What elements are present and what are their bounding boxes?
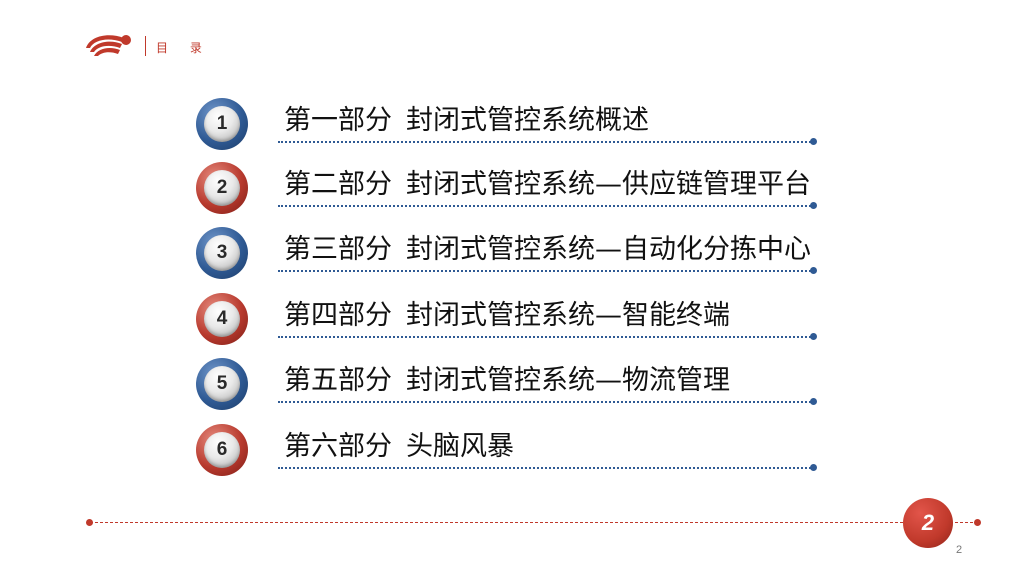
toc-item[interactable]: 1 第一部分封闭式管控系统概述 [0, 98, 1024, 164]
toc-item-dotted-line [278, 205, 814, 207]
toc-item-end-dot [810, 202, 817, 209]
page-badge: 2 [903, 498, 953, 548]
toc-item[interactable]: 2 第二部分封闭式管控系统—供应链管理平台 [0, 162, 1024, 228]
company-logo-icon [86, 35, 131, 56]
number-badge-label: 6 [204, 432, 240, 468]
toc-item-part: 第一部分 [284, 105, 392, 136]
footer-dot-right [974, 519, 981, 526]
toc-item-dotted-line [278, 336, 814, 338]
number-badge-label: 4 [204, 301, 240, 337]
toc-item-text: 封闭式管控系统—智能终端 [406, 300, 730, 331]
toc-item-dotted-line [278, 270, 814, 272]
toc-item-text: 封闭式管控系统—物流管理 [406, 365, 730, 396]
number-badge: 2 [196, 162, 248, 214]
toc-item-dotted-line [278, 141, 814, 143]
toc-item-end-dot [810, 464, 817, 471]
number-badge: 5 [196, 358, 248, 410]
number-badge-label: 1 [204, 106, 240, 142]
toc-item-end-dot [810, 398, 817, 405]
toc-item[interactable]: 4 第四部分封闭式管控系统—智能终端 [0, 293, 1024, 359]
toc-item-title: 第四部分封闭式管控系统—智能终端 [284, 293, 730, 332]
toc-item-text: 封闭式管控系统—自动化分拣中心 [406, 234, 811, 265]
toc-item[interactable]: 6 第六部分头脑风暴 [0, 424, 1024, 490]
toc-item-end-dot [810, 267, 817, 274]
toc-item-text: 封闭式管控系统概述 [406, 105, 649, 136]
toc-item-title: 第六部分头脑风暴 [284, 424, 514, 463]
toc-item-title: 第三部分封闭式管控系统—自动化分拣中心 [284, 227, 811, 266]
toc-item-dotted-line [278, 467, 814, 469]
header-divider [145, 36, 146, 56]
number-badge: 3 [196, 227, 248, 279]
toc-item-part: 第六部分 [284, 431, 392, 462]
toc-item-part: 第五部分 [284, 365, 392, 396]
toc-item-end-dot [810, 138, 817, 145]
footer-dot-left [86, 519, 93, 526]
toc-item-title: 第二部分封闭式管控系统—供应链管理平台 [284, 162, 811, 201]
footer-dashed-line [90, 522, 978, 523]
toc-item[interactable]: 3 第三部分封闭式管控系统—自动化分拣中心 [0, 227, 1024, 293]
page-title: 目 录 [156, 41, 211, 55]
number-badge-label: 3 [204, 235, 240, 271]
toc-item-dotted-line [278, 401, 814, 403]
toc-item-part: 第四部分 [284, 300, 392, 331]
number-badge: 6 [196, 424, 248, 476]
number-badge-label: 5 [204, 366, 240, 402]
toc-item-part: 第三部分 [284, 234, 392, 265]
page-number: 2 [956, 544, 963, 556]
toc-item-end-dot [810, 333, 817, 340]
toc-item-text: 头脑风暴 [406, 431, 514, 462]
toc-item-title: 第一部分封闭式管控系统概述 [284, 98, 649, 137]
toc-item-title: 第五部分封闭式管控系统—物流管理 [284, 358, 730, 397]
number-badge: 1 [196, 98, 248, 150]
number-badge: 4 [196, 293, 248, 345]
toc-item-part: 第二部分 [284, 169, 392, 200]
toc-item[interactable]: 5 第五部分封闭式管控系统—物流管理 [0, 358, 1024, 424]
toc-item-text: 封闭式管控系统—供应链管理平台 [406, 169, 811, 200]
number-badge-label: 2 [204, 170, 240, 206]
